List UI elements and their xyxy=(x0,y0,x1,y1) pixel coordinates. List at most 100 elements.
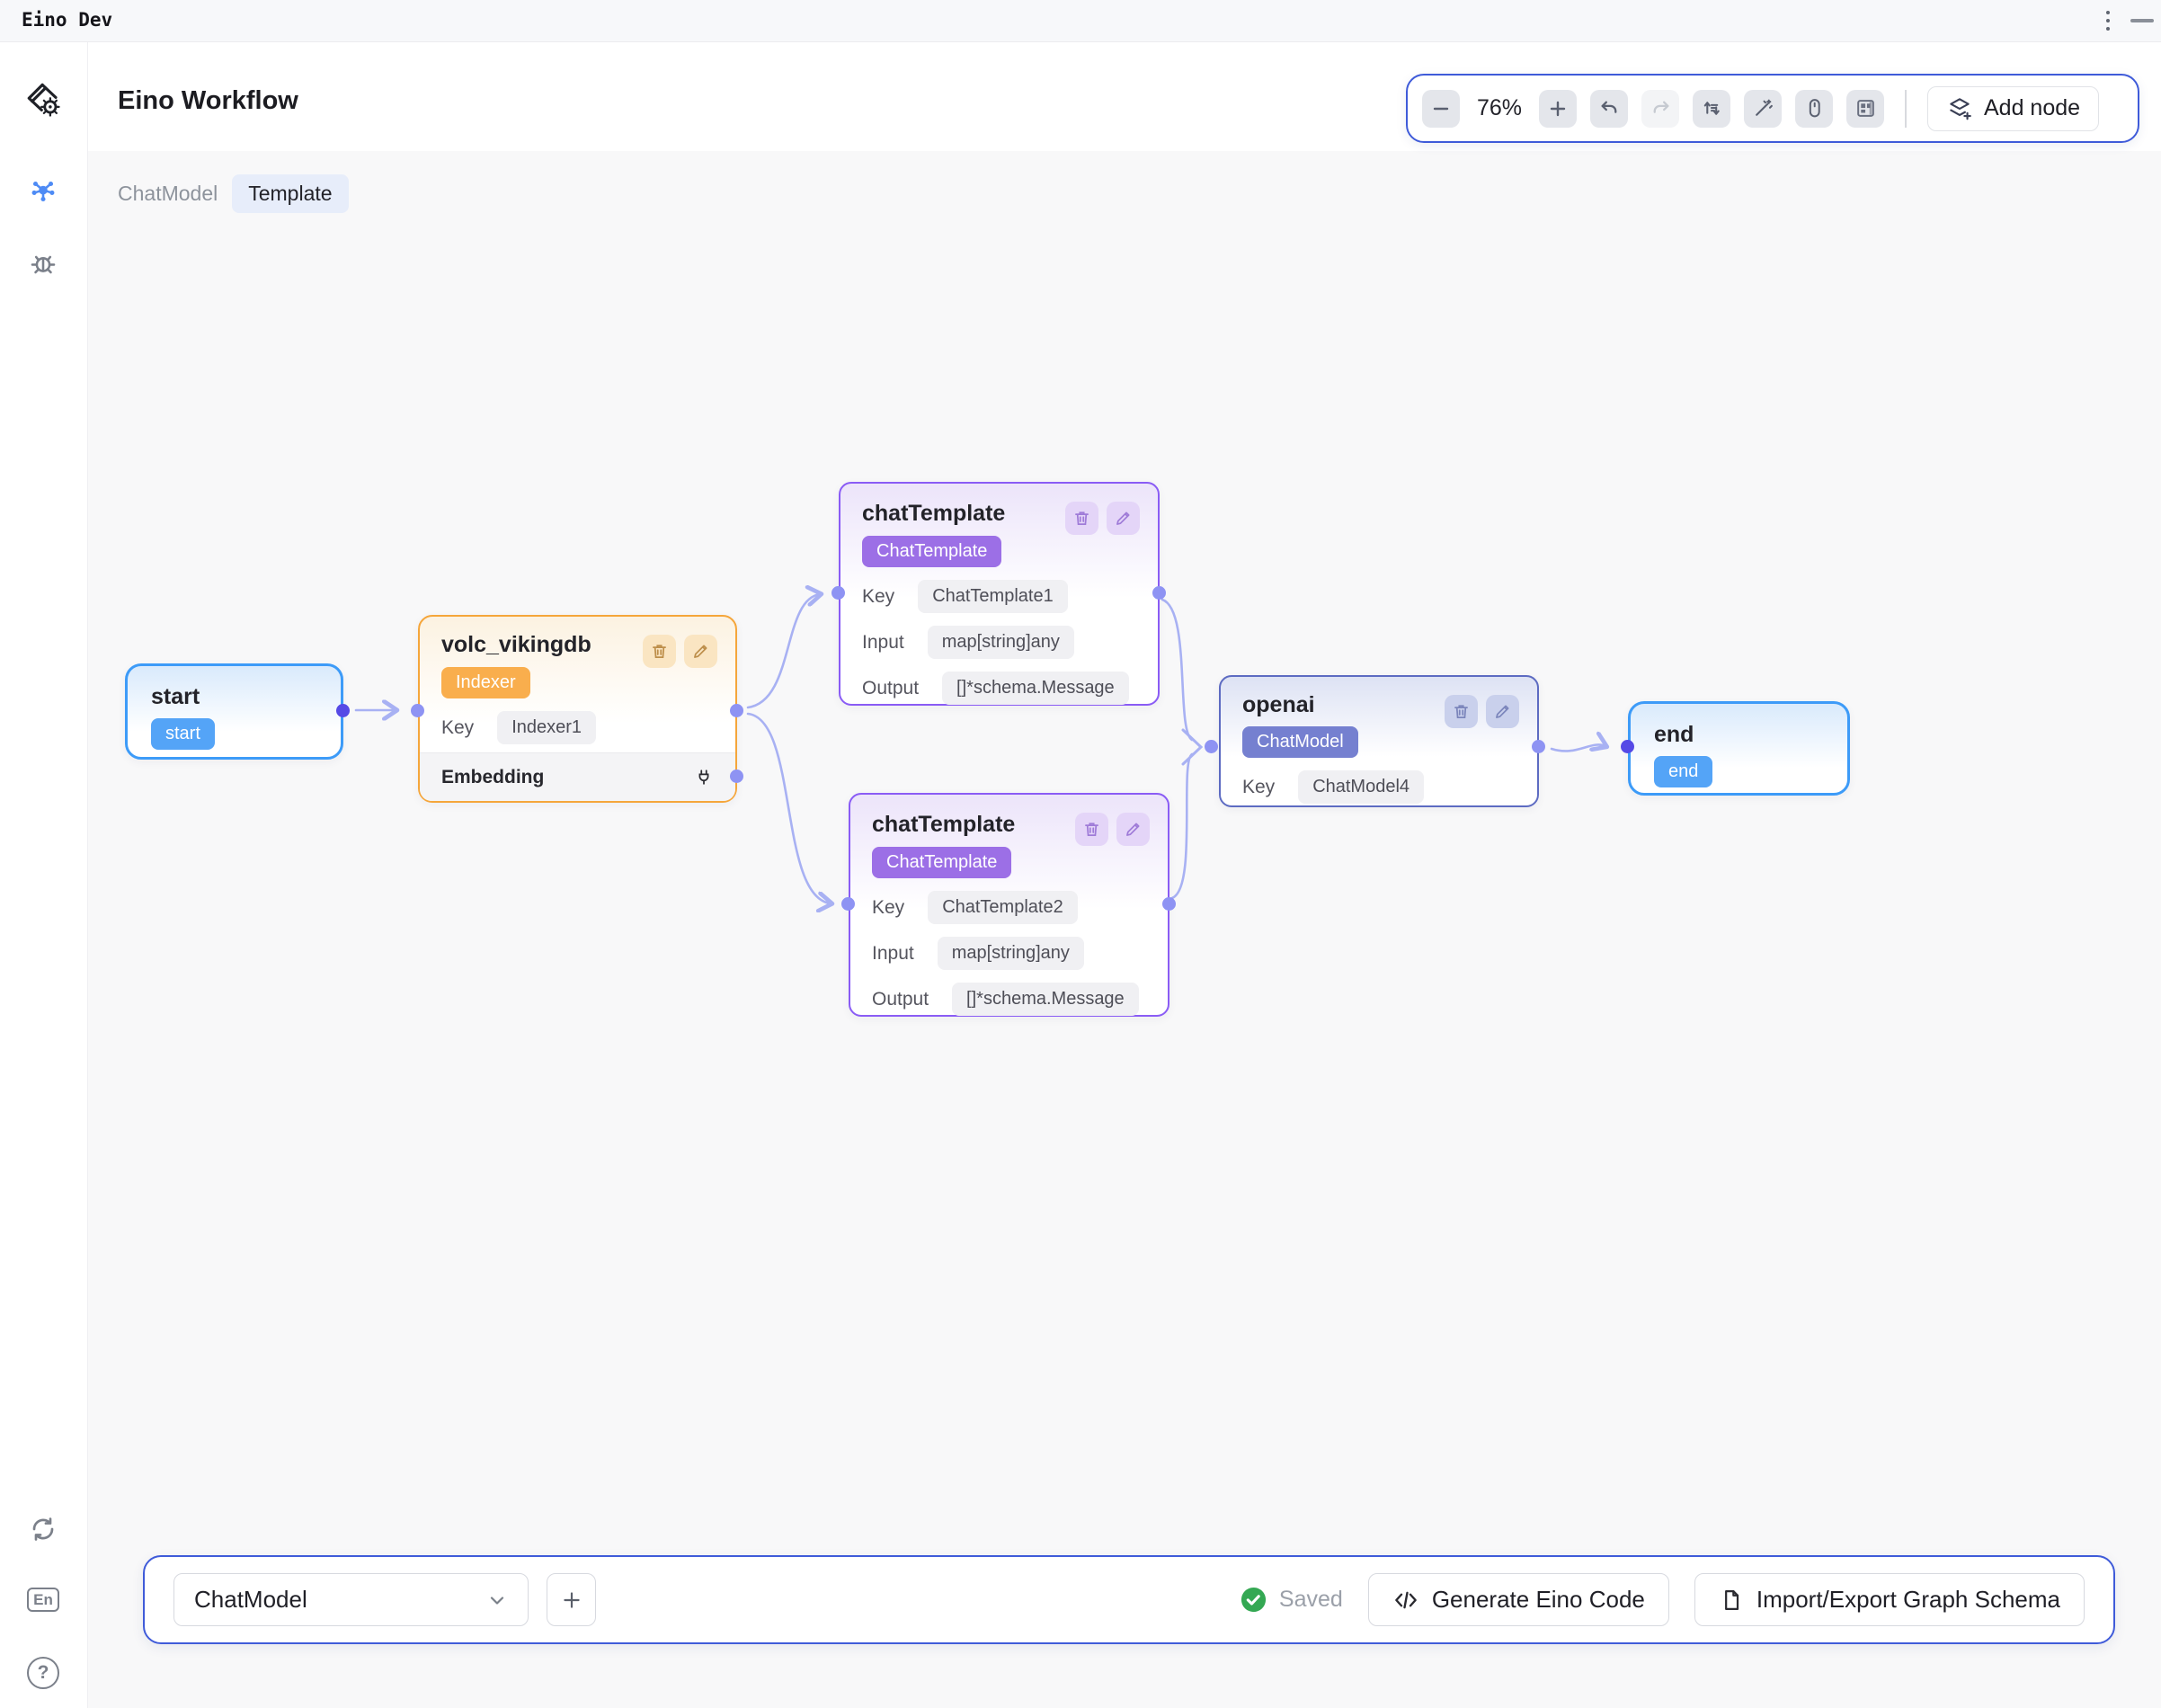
canvas-toolbar: 76% xyxy=(1406,74,2139,143)
port-volc-output[interactable] xyxy=(730,704,743,717)
edit-node-button[interactable] xyxy=(1107,502,1140,535)
undo-button[interactable] xyxy=(1590,89,1628,128)
graph-bottom-bar: ChatModel Saved Generate Eino Code xyxy=(143,1555,2115,1644)
import-export-schema-button[interactable]: Import/Export Graph Schema xyxy=(1694,1573,2085,1626)
node-end[interactable]: end end xyxy=(1628,701,1850,796)
node-title: chatTemplate xyxy=(872,812,1016,837)
edit-node-button[interactable] xyxy=(1486,695,1519,728)
key-value-chip: ChatTemplate1 xyxy=(918,580,1068,613)
node-openai[interactable]: openai ChatModel Key ChatModel4 xyxy=(1219,675,1539,807)
auto-layout-button[interactable] xyxy=(1693,89,1730,128)
delete-node-button[interactable] xyxy=(1445,695,1478,728)
port-end-input[interactable] xyxy=(1621,740,1634,753)
port-chattemplate2-output[interactable] xyxy=(1162,897,1176,911)
output-type-chip: []*schema.Message xyxy=(952,983,1139,1016)
chevron-down-icon xyxy=(490,1596,504,1605)
graph-selector-dropdown[interactable]: ChatModel xyxy=(173,1573,529,1626)
node-chattemplate-1[interactable]: chatTemplate ChatTemplate Key ChatTempla… xyxy=(839,482,1160,706)
port-openai-output[interactable] xyxy=(1532,740,1545,753)
pencil-icon xyxy=(1126,823,1140,836)
sidebar-item-refresh[interactable] xyxy=(24,1510,62,1548)
pencil-icon xyxy=(1496,705,1509,718)
pencil-icon xyxy=(1116,512,1130,525)
minimap-icon xyxy=(1856,100,1874,117)
port-openai-input[interactable] xyxy=(1205,740,1218,753)
zoom-in-button[interactable] xyxy=(1539,89,1577,128)
input-type-chip: map[string]any xyxy=(937,937,1084,970)
input-label: Input xyxy=(872,942,914,964)
language-icon: En xyxy=(27,1587,59,1612)
redo-icon xyxy=(1653,101,1668,113)
sidebar-item-language[interactable]: En xyxy=(24,1580,62,1618)
save-status: Saved xyxy=(1240,1586,1343,1614)
embedding-label: Embedding xyxy=(441,766,545,787)
add-node-button[interactable]: Add node xyxy=(1927,85,2100,131)
node-title: volc_vikingdb xyxy=(441,632,591,657)
key-label: Key xyxy=(1242,776,1276,797)
node-type-badge: ChatTemplate xyxy=(872,847,1012,878)
trash-icon xyxy=(1085,823,1098,836)
edit-node-button[interactable] xyxy=(684,635,717,668)
key-value-chip: Indexer1 xyxy=(497,711,597,744)
port-chattemplate2-input[interactable] xyxy=(841,897,855,911)
node-title: chatTemplate xyxy=(862,501,1006,526)
port-volc-embedding[interactable] xyxy=(730,769,743,783)
trash-icon xyxy=(1075,512,1089,525)
node-chattemplate-2[interactable]: chatTemplate ChatTemplate Key ChatTempla… xyxy=(849,793,1169,1017)
port-volc-input[interactable] xyxy=(411,704,424,717)
minimap-button[interactable] xyxy=(1846,89,1884,128)
output-type-chip: []*schema.Message xyxy=(942,672,1129,705)
graph-tabs: ChatModel Template xyxy=(118,174,349,213)
add-graph-button[interactable] xyxy=(547,1573,596,1626)
sidebar-item-workflow[interactable] xyxy=(24,173,62,210)
zoom-out-button[interactable] xyxy=(1422,89,1460,128)
key-value-chip: ChatModel4 xyxy=(1298,770,1425,804)
input-type-chip: map[string]any xyxy=(927,626,1074,659)
refresh-icon xyxy=(32,1517,54,1541)
output-label: Output xyxy=(862,677,920,698)
node-title: start xyxy=(151,684,200,709)
key-value-chip: ChatTemplate2 xyxy=(928,891,1078,924)
toolbar-divider xyxy=(1905,89,1907,128)
node-start[interactable]: start start xyxy=(125,663,343,760)
redo-button[interactable] xyxy=(1641,89,1679,128)
port-start-output[interactable] xyxy=(336,704,350,717)
generate-eino-code-button[interactable]: Generate Eino Code xyxy=(1367,1573,1669,1626)
sidebar-item-debug[interactable] xyxy=(24,245,62,282)
minimize-icon[interactable] xyxy=(2130,19,2154,22)
delete-node-button[interactable] xyxy=(1065,502,1098,535)
undo-icon xyxy=(1601,101,1616,113)
delete-node-button[interactable] xyxy=(1075,813,1108,846)
window-title-bar: Eino Dev xyxy=(0,0,2161,42)
trash-icon xyxy=(653,645,666,658)
tab-chatmodel[interactable]: ChatModel xyxy=(118,182,218,205)
input-label: Input xyxy=(862,631,904,653)
node-type-badge: Indexer xyxy=(441,667,530,698)
node-title: end xyxy=(1654,722,1694,747)
port-chattemplate1-output[interactable] xyxy=(1152,586,1166,600)
graph-selector-value: ChatModel xyxy=(194,1586,307,1613)
mouse-mode-button[interactable] xyxy=(1795,89,1833,128)
edit-node-button[interactable] xyxy=(1116,813,1150,846)
sidebar-item-help[interactable]: ? xyxy=(24,1654,62,1692)
plus-icon xyxy=(563,1591,580,1608)
port-chattemplate1-input[interactable] xyxy=(831,586,845,600)
kebab-menu-icon[interactable] xyxy=(2105,11,2111,31)
plus-icon xyxy=(1550,101,1566,116)
output-label: Output xyxy=(872,988,929,1010)
mouse-icon xyxy=(1809,99,1820,118)
embedding-slot[interactable]: Embedding xyxy=(420,752,735,801)
delete-node-button[interactable] xyxy=(643,635,676,668)
add-node-icon xyxy=(1950,97,1971,120)
magic-wand-button[interactable] xyxy=(1744,89,1782,128)
key-label: Key xyxy=(862,585,895,607)
app-title: Eino Dev xyxy=(22,9,113,31)
minus-icon xyxy=(1433,107,1449,110)
node-volc-vikingdb[interactable]: volc_vikingdb Indexer Key Indexer1 Embed… xyxy=(418,615,737,803)
trash-icon xyxy=(1454,705,1468,718)
tab-template[interactable]: Template xyxy=(232,174,349,213)
save-status-label: Saved xyxy=(1278,1587,1343,1612)
node-type-badge: ChatTemplate xyxy=(862,536,1002,567)
sidebar: En ? xyxy=(0,41,88,1708)
